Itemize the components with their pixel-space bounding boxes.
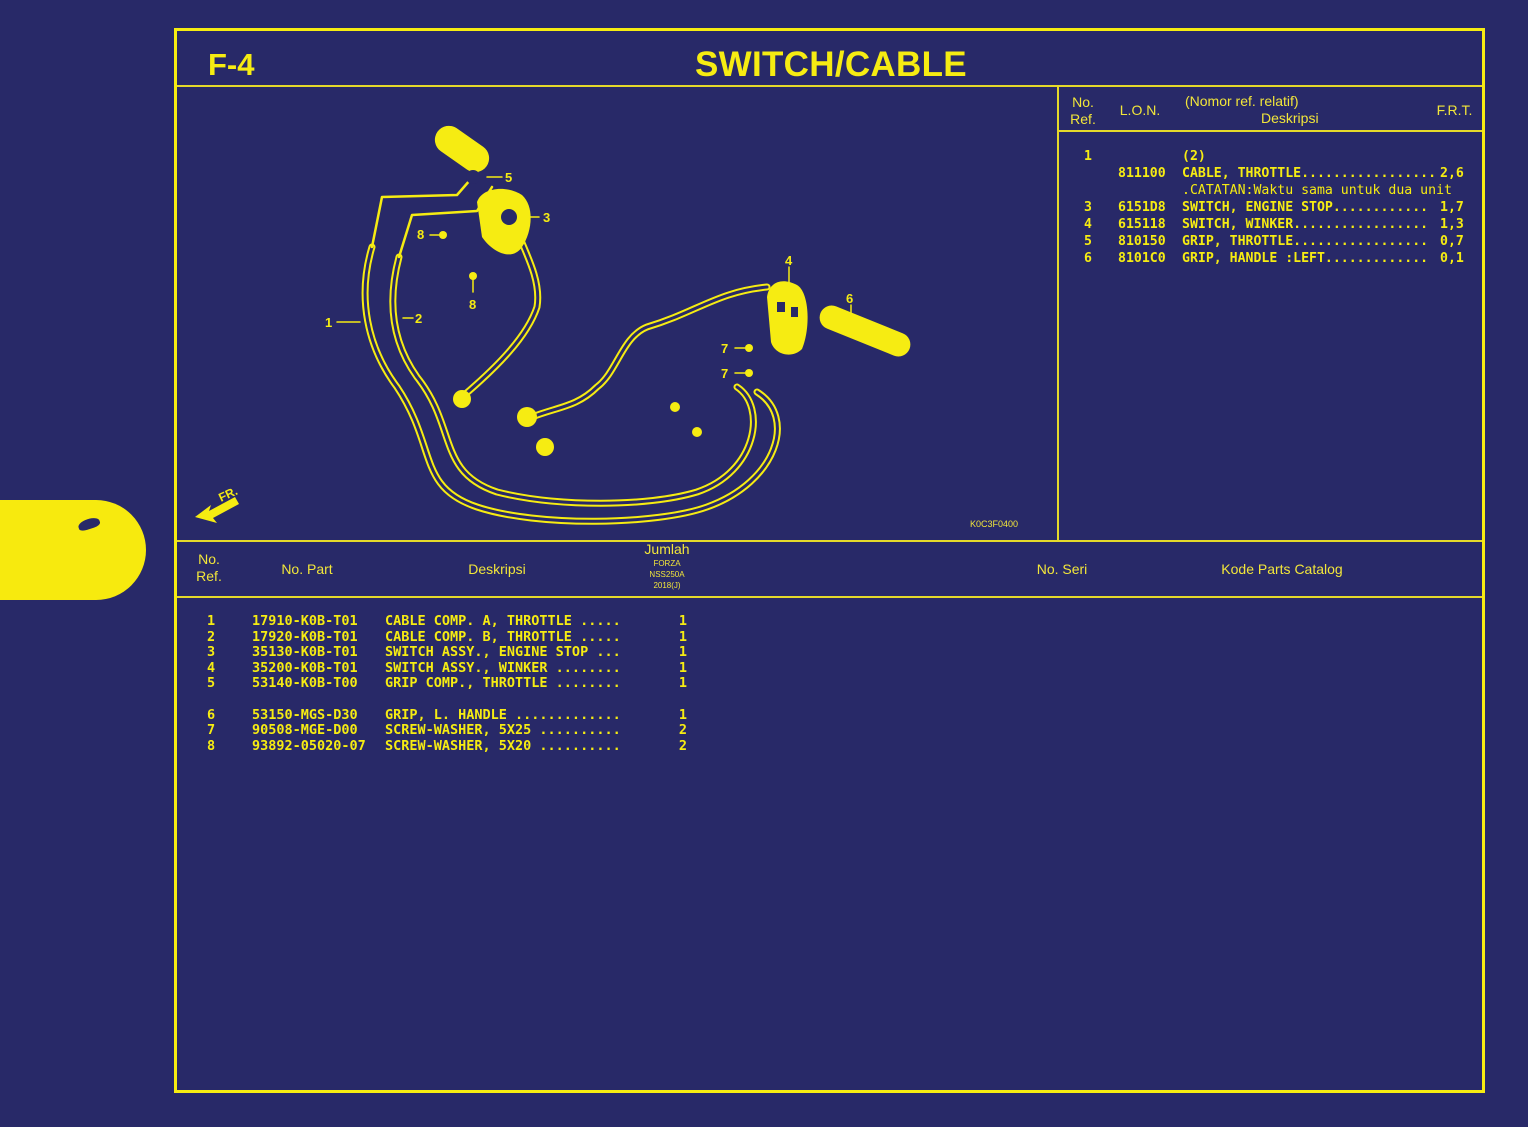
page-title: SWITCH/CABLE — [695, 45, 967, 84]
catalog-page: F-4 SWITCH/CABLE No. Ref. L.O.N. (Nomor … — [174, 28, 1485, 1093]
diagram-divider — [1057, 87, 1059, 540]
drawing-code: K0C3F0400 — [970, 519, 1019, 529]
section-tab[interactable] — [0, 500, 146, 600]
parts-header-no: No. Ref. — [196, 551, 222, 584]
svg-text:2: 2 — [415, 311, 422, 326]
parts-header-part-no: No. Part — [281, 561, 333, 577]
svg-text:1: 1 — [325, 315, 332, 330]
svg-text:8: 8 — [469, 297, 476, 312]
ref-header-desc: (Nomor ref. relatif) Deskripsi — [1185, 93, 1319, 126]
header-divider — [177, 85, 1482, 87]
parts-header-bottom — [177, 596, 1482, 598]
svg-text:3: 3 — [543, 210, 550, 225]
parts-illustration-icon: 5 3 1 2 4 6 8 8 7 7 FR. — [195, 125, 911, 525]
parts-header-top — [177, 540, 1482, 542]
svg-text:5: 5 — [505, 170, 512, 185]
ref-row-note: .CATATAN:Waktu sama untuk dua unit — [1182, 183, 1452, 198]
section-code: F-4 — [208, 47, 255, 82]
parts-header-serial: No. Seri — [1036, 561, 1088, 577]
parts-header-desc: Deskripsi — [468, 561, 526, 577]
svg-text:7: 7 — [721, 341, 728, 356]
parts-header-qty: Jumlah FORZA NSS250A 2018(J) — [644, 541, 690, 590]
svg-text:8: 8 — [417, 227, 424, 242]
svg-text:7: 7 — [721, 366, 728, 381]
ref-header-lon: L.O.N. — [1119, 102, 1161, 118]
tab-notch-icon — [76, 515, 102, 533]
svg-text:4: 4 — [785, 253, 793, 268]
exploded-diagram: 5 3 1 2 4 6 8 8 7 7 FR. — [177, 87, 1057, 540]
ref-header-no: No. Ref. — [1070, 94, 1096, 127]
svg-text:6: 6 — [846, 291, 853, 306]
ref-header-frt: F.R.T. — [1436, 102, 1473, 118]
ref-header-divider — [1059, 130, 1482, 132]
parts-header-catalog-code: Kode Parts Catalog — [1221, 561, 1343, 577]
ref-row: 1(2) — [1084, 149, 1206, 164]
